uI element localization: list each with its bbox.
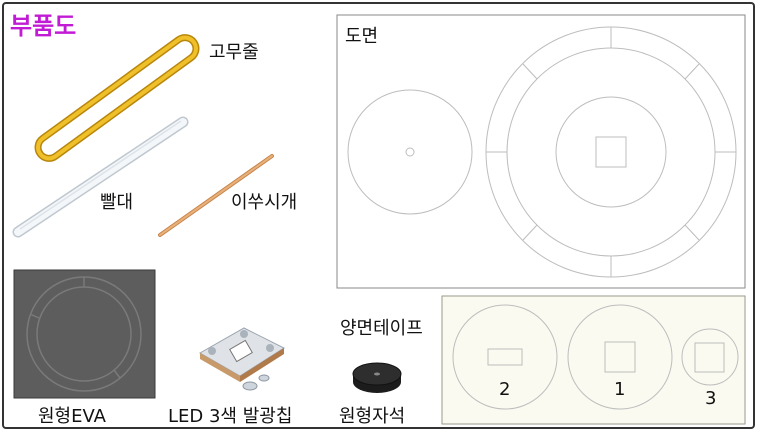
rubber-band-label: 고무줄 — [209, 42, 259, 63]
led-label: LED 3색 발광칩 — [168, 406, 293, 427]
tape-number-2: 2 — [499, 379, 511, 400]
eva-image — [13, 269, 156, 399]
straw-label: 빨대 — [100, 192, 134, 213]
toothpick-label: 이쑤시개 — [231, 192, 298, 213]
page-title: 부품도 — [10, 12, 77, 40]
straw-image — [12, 116, 189, 238]
drawing-panel — [336, 14, 746, 289]
magnet-image — [352, 362, 402, 393]
magnet-label: 원형자석 — [339, 406, 406, 427]
outer-frame — [2, 2, 755, 429]
tape-number-1: 1 — [614, 379, 626, 400]
tape-number-3: 3 — [705, 388, 717, 409]
rubber-band-image — [34, 34, 200, 162]
led-image — [198, 327, 286, 391]
drawing-label: 도면 — [345, 26, 379, 47]
tape-label: 양면테이프 — [340, 318, 423, 339]
toothpick-image — [158, 154, 274, 237]
tape-panel — [441, 295, 746, 425]
eva-label: 원형EVA — [38, 406, 106, 427]
